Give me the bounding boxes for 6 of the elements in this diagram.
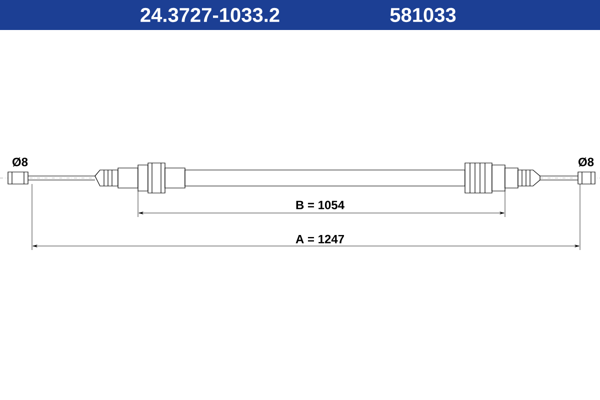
- dimension-label: B = 1054: [296, 200, 344, 210]
- part-number: 24.3727-1033.2: [140, 8, 280, 22]
- diameter-label: Ø8: [578, 157, 594, 167]
- diameter-label: Ø8: [12, 157, 28, 167]
- dimension-label: A = 1247: [296, 234, 344, 244]
- part-number: 581033: [390, 8, 456, 22]
